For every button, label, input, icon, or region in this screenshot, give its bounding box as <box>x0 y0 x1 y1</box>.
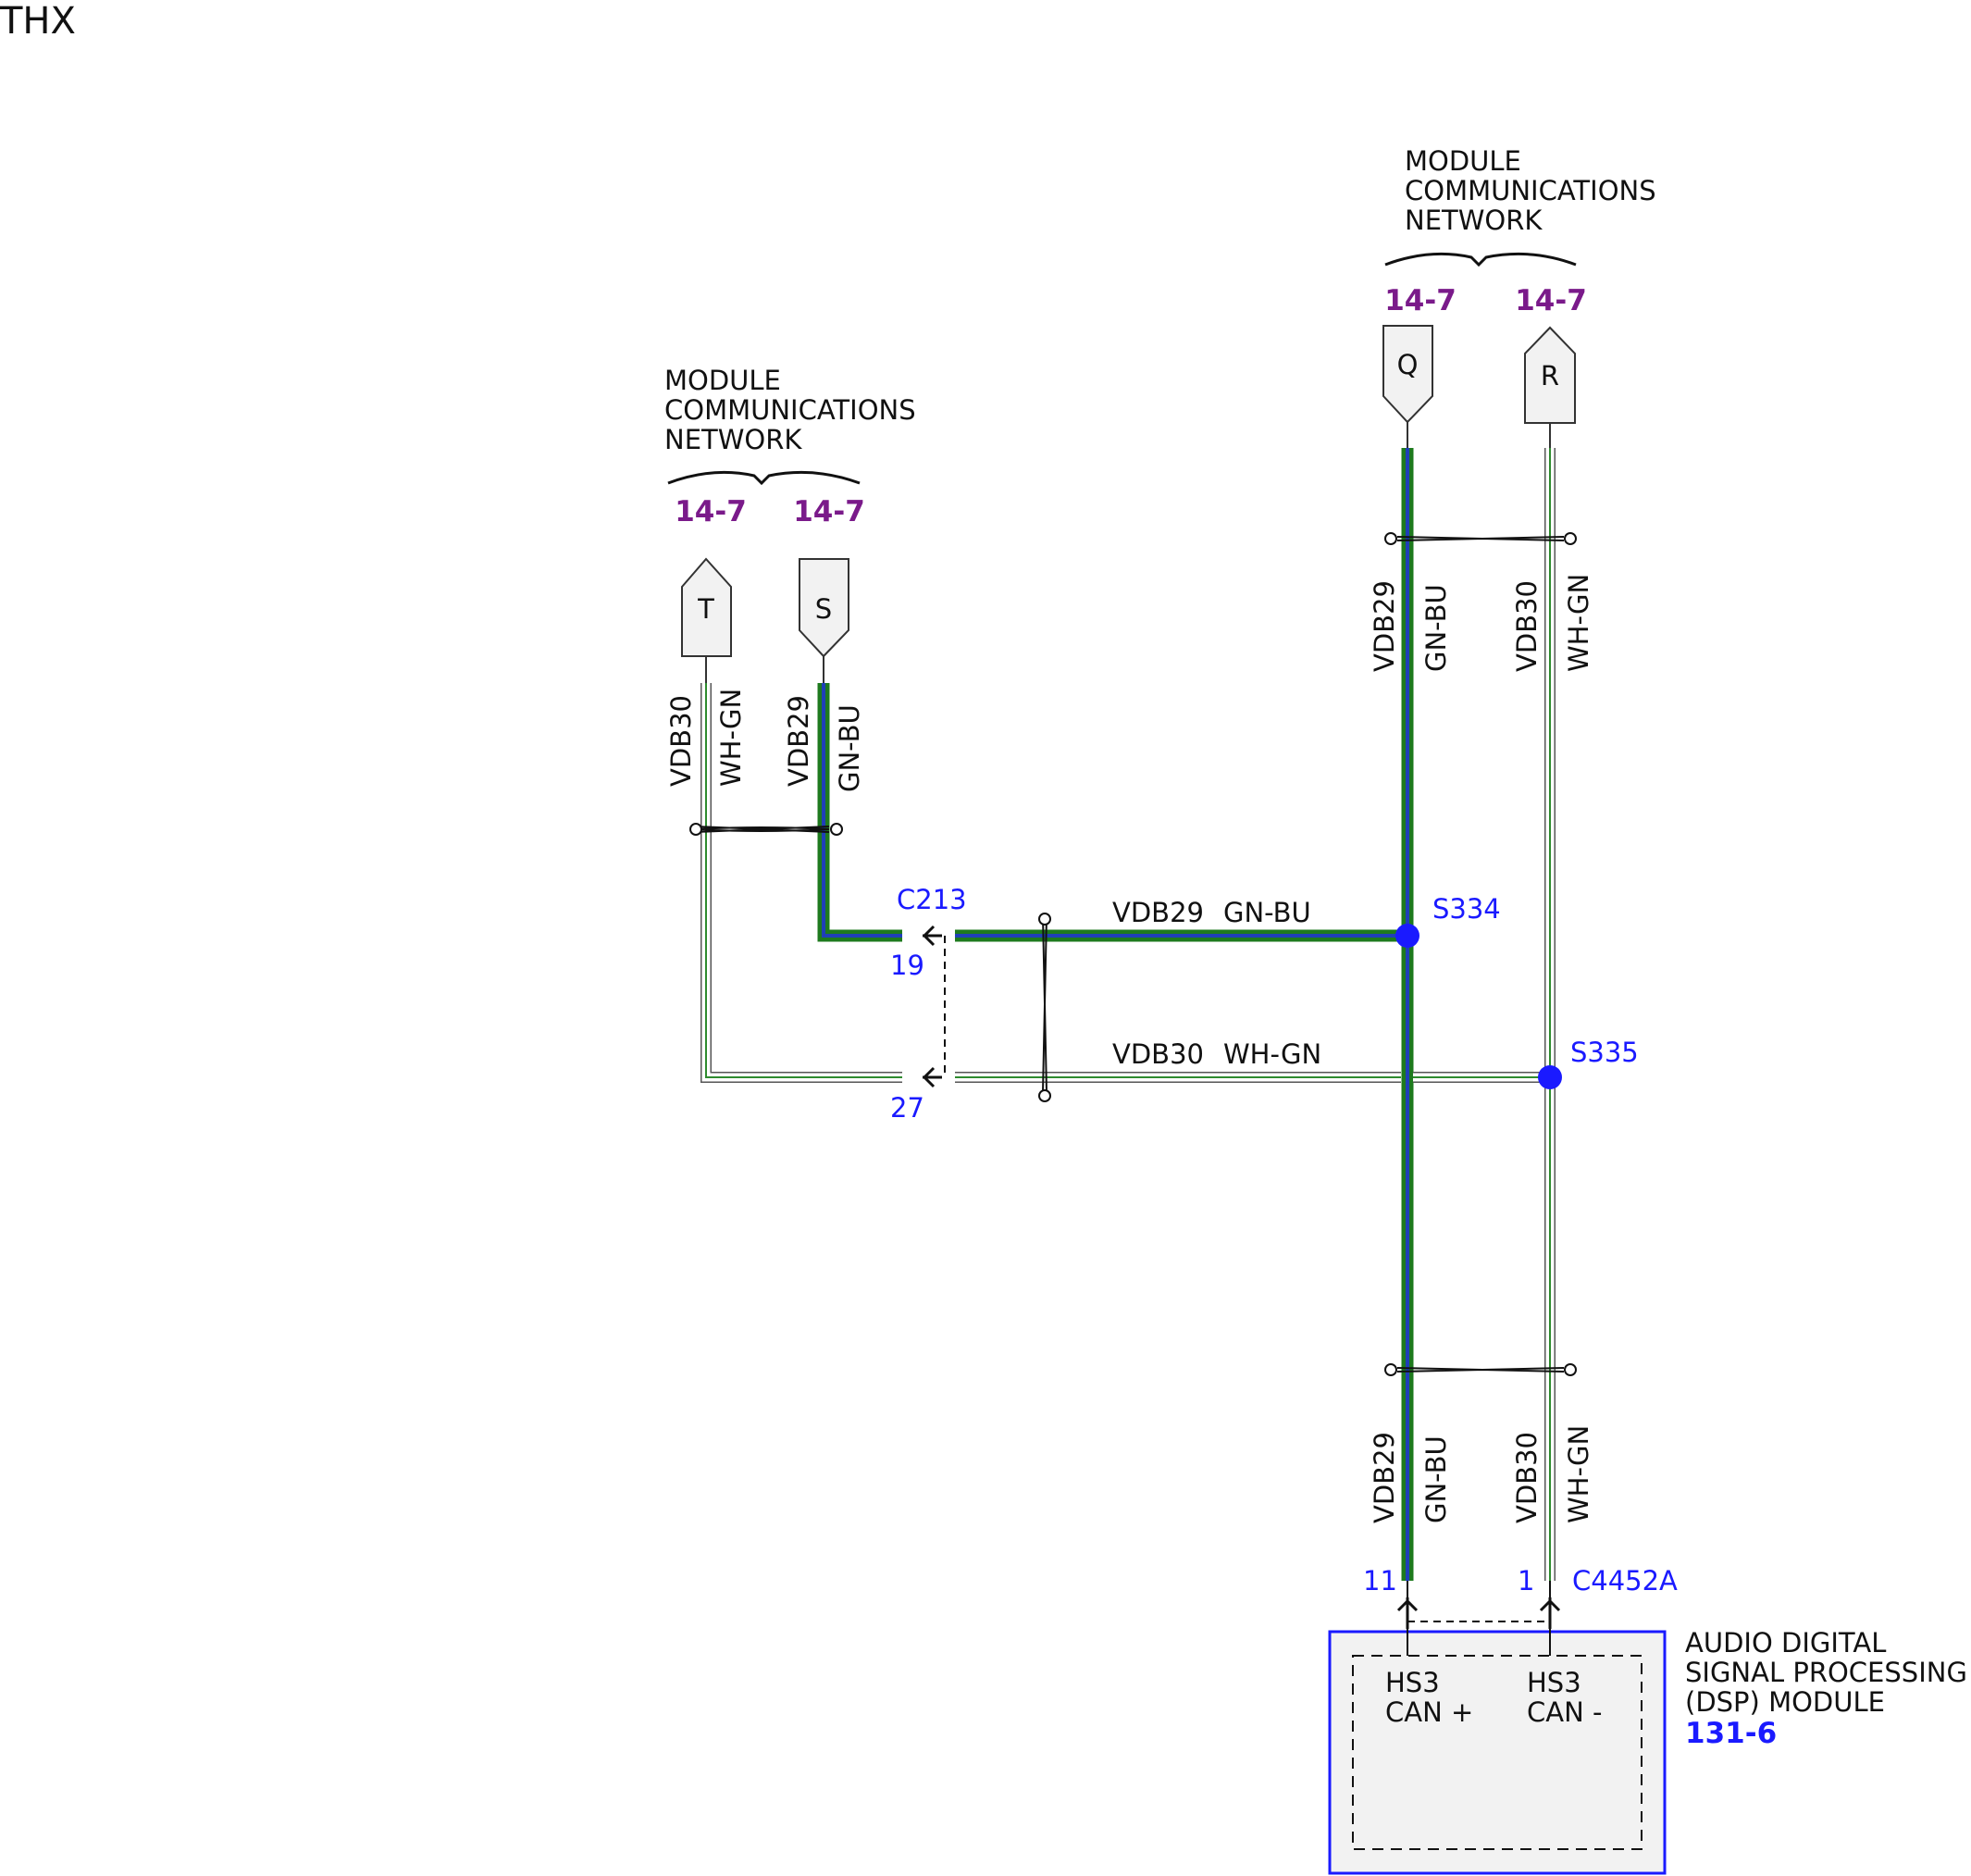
diagram-text: VDB29 <box>1369 1432 1400 1523</box>
diagram-text: COMMUNICATIONS <box>1405 175 1656 206</box>
twisted-pair-icon <box>689 823 843 836</box>
connector-pin-icon <box>922 925 942 947</box>
diagram-text: VDB29 <box>783 695 814 787</box>
arrow-up-connector-icon <box>1524 326 1576 424</box>
diagram-text: R <box>1541 360 1559 391</box>
diagram-text: T <box>697 593 714 625</box>
diagram-text: S <box>815 593 832 625</box>
diagram-text: MODULE <box>664 365 781 396</box>
diagram-text: GN-BU <box>834 704 865 792</box>
network-label-right: MODULE COMMUNICATIONS NETWORK <box>1384 145 1656 267</box>
diagram-text: VDB30 <box>1511 580 1543 672</box>
diagram-text: COMMUNICATIONS <box>664 394 916 426</box>
diagram-text: NETWORK <box>1405 205 1543 236</box>
pin-number: 27 <box>890 1092 924 1124</box>
diagram-text: VDB30 <box>1511 1432 1543 1523</box>
diagram-text: MODULE <box>1405 145 1521 177</box>
diagram-text: VDB29 <box>1112 897 1204 928</box>
diagram-text: (DSP) MODULE <box>1685 1686 1885 1718</box>
wire-label-vdb29-top: VDB29 GN-BU <box>1369 580 1452 672</box>
wire-vdb29-gn-bu <box>817 448 1414 1581</box>
diagram-text: GN-BU <box>1223 897 1311 928</box>
brace-icon <box>667 470 861 486</box>
page-ref-link: 14-7 <box>793 495 865 528</box>
dsp-module[interactable]: HS3 CAN + HS3 CAN - <box>1328 1629 1667 1875</box>
page-title: THX <box>0 0 76 43</box>
offpage-connector-T[interactable]: 14-7 T <box>675 495 747 683</box>
page-ref-link[interactable]: 131-6 <box>1685 1717 1777 1750</box>
diagram-text: VDB29 <box>1369 580 1400 672</box>
splice-s335[interactable]: S335 <box>1538 1037 1639 1089</box>
offpage-connector-Q[interactable]: 14-7 Q <box>1382 284 1457 448</box>
diagram-text: GN-BU <box>1420 584 1452 672</box>
network-label-left: MODULE COMMUNICATIONS NETWORK <box>664 365 916 486</box>
offpage-connector-S[interactable]: 14-7 S <box>793 495 865 683</box>
pin-number: 1 <box>1518 1565 1534 1596</box>
arrow-up-connector-icon <box>681 557 732 657</box>
pin-label: HS3 <box>1527 1667 1581 1698</box>
pin-label: HS3 <box>1385 1667 1440 1698</box>
wire-label-vdb30-top: VDB30 WH-GN <box>1511 574 1594 672</box>
arrow-down-connector-icon <box>1382 325 1433 424</box>
pin-number: 19 <box>890 950 924 981</box>
twisted-pair-icon <box>1038 913 1051 1102</box>
connector-pin-icon <box>1396 1597 1419 1629</box>
diagram-text: WH-GN <box>1563 574 1594 672</box>
diagram-text: WH-GN <box>1223 1038 1321 1070</box>
arrow-down-connector-icon <box>799 558 849 658</box>
diagram-text: VDB30 <box>665 695 697 787</box>
connector-id: C4452A <box>1572 1565 1678 1596</box>
diagram-text: GN-BU <box>1420 1435 1452 1523</box>
wire-label-vdb30-horizontal: VDB30 WH-GN <box>1112 1038 1321 1070</box>
diagram-text: Q <box>1397 349 1419 380</box>
diagram-text: WH-GN <box>1563 1425 1594 1523</box>
diagram-text: NETWORK <box>664 424 802 455</box>
dsp-module-label: AUDIO DIGITAL SIGNAL PROCESSING (DSP) MO… <box>1685 1627 1967 1750</box>
page-ref-link: 14-7 <box>675 495 747 528</box>
diagram-text: WH-GN <box>715 689 747 787</box>
module-connector-c4452a[interactable]: 11 1 C4452A <box>1363 1565 1678 1629</box>
wire-label-vdb30-left: VDB30 WH-GN <box>665 689 747 787</box>
wire-label-vdb29-horizontal: VDB29 GN-BU <box>1112 897 1311 928</box>
page-ref-link: 14-7 <box>1384 284 1457 317</box>
diagram-text: VDB30 <box>1112 1038 1204 1070</box>
offpage-connector-R[interactable]: 14-7 R <box>1515 284 1587 448</box>
wire-label-vdb29-left: VDB29 GN-BU <box>783 695 865 792</box>
splice-label: S334 <box>1432 893 1501 925</box>
inline-connector-c213[interactable]: C213 19 27 <box>890 884 967 1124</box>
connector-id: C213 <box>897 884 967 915</box>
wire-vdb30-wh-gn <box>700 448 1556 1581</box>
connector-pin-icon <box>922 1066 942 1088</box>
connector-pin-icon <box>1539 1597 1561 1629</box>
pin-label: CAN + <box>1385 1696 1473 1728</box>
wire-label-vdb29-bottom: VDB29 GN-BU <box>1369 1432 1452 1523</box>
diagram-text: SIGNAL PROCESSING <box>1685 1657 1967 1688</box>
wire-label-vdb30-bottom: VDB30 WH-GN <box>1511 1425 1594 1523</box>
diagram-text: AUDIO DIGITAL <box>1685 1627 1886 1659</box>
twisted-pair-icon <box>1384 1363 1577 1376</box>
page-ref-link: 14-7 <box>1515 284 1587 317</box>
brace-icon <box>1384 252 1577 267</box>
splice-s334[interactable]: S334 <box>1395 893 1501 948</box>
splice-label: S335 <box>1570 1037 1639 1068</box>
twisted-pair-icon <box>1384 532 1577 545</box>
pin-label: CAN - <box>1527 1696 1602 1728</box>
pin-number: 11 <box>1363 1565 1397 1596</box>
